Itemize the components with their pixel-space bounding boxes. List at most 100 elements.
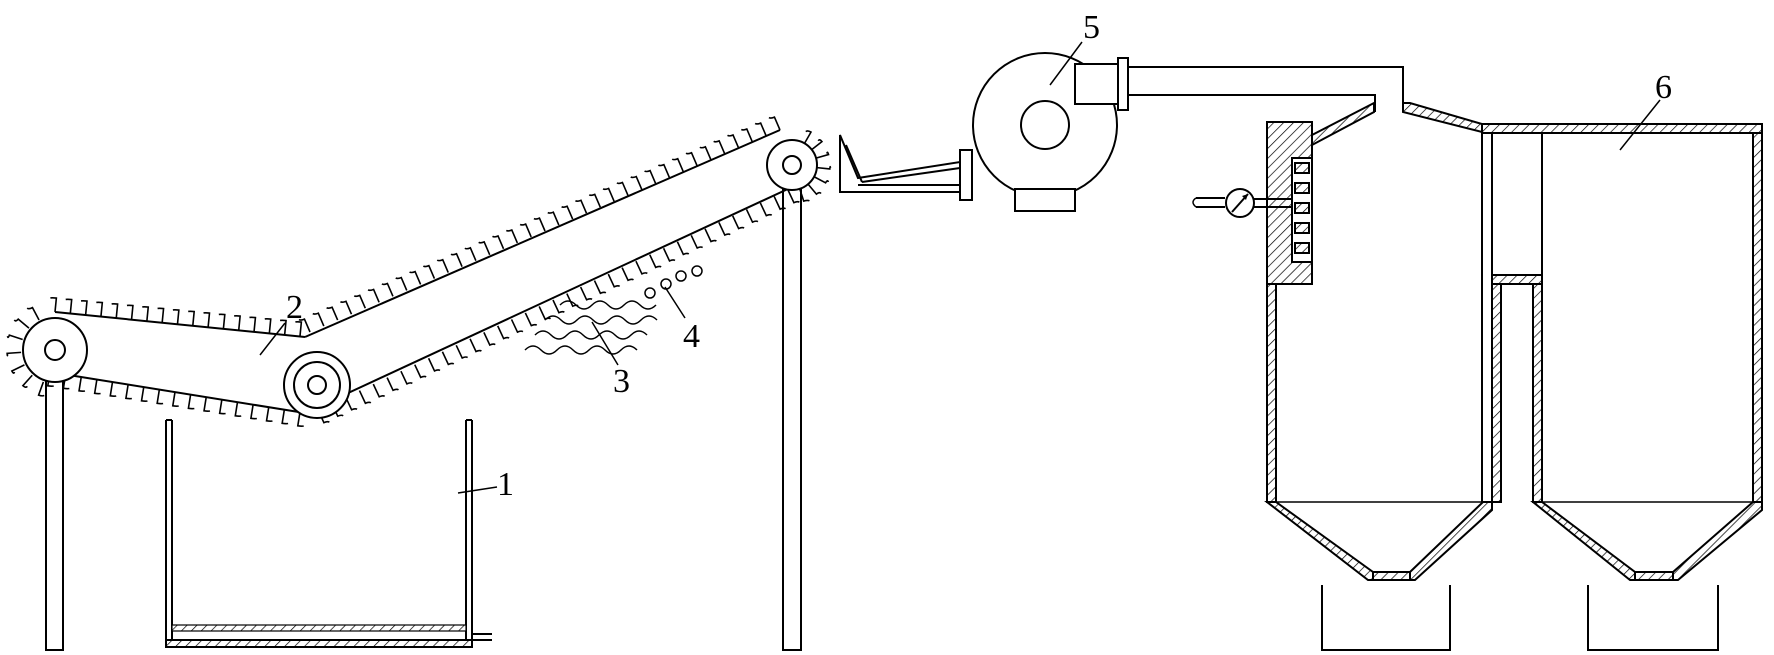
label-conveyor-belt: 2 xyxy=(286,289,303,326)
belt-tooth xyxy=(644,169,657,184)
belt-tooth xyxy=(630,175,643,190)
belt-tooth xyxy=(353,294,367,309)
belt-tooth xyxy=(713,139,726,155)
belt-tooth xyxy=(561,205,574,220)
belt-tooth xyxy=(358,390,372,405)
belt-tooth xyxy=(450,252,463,267)
belt-tooth xyxy=(372,383,386,398)
belt-tooth xyxy=(21,374,33,388)
right-pulley xyxy=(766,139,818,191)
belt-tooth xyxy=(187,394,195,410)
belt-tooth xyxy=(234,401,242,417)
belt-tooth xyxy=(203,312,211,328)
belt-tooth xyxy=(588,193,602,208)
belt-tooth xyxy=(803,130,813,145)
belt-tooth xyxy=(126,304,134,320)
separator-vessel xyxy=(1264,101,1763,581)
belt-tooth xyxy=(727,133,740,149)
belt-tooth xyxy=(547,211,560,226)
belt-tooth xyxy=(13,318,30,329)
belt-tooth xyxy=(607,273,621,288)
belt-tooth xyxy=(704,228,717,243)
label-tank: 1 xyxy=(497,466,514,503)
suction-hopper xyxy=(839,134,973,201)
belt-tooth xyxy=(718,222,731,237)
belt-tooth xyxy=(140,386,148,402)
belt-tooth xyxy=(317,409,330,424)
belt-tooth xyxy=(616,181,629,196)
belt-tooth xyxy=(685,151,698,166)
conveyor-belt xyxy=(6,116,832,427)
belt-tooth xyxy=(264,318,272,334)
belt-tooth xyxy=(156,389,164,405)
belt-tooth xyxy=(6,351,22,357)
belt-tooth xyxy=(815,165,832,170)
collection-tank xyxy=(165,419,492,648)
belt-tooth xyxy=(6,334,23,341)
belt-tooth xyxy=(62,374,70,390)
pressure-gauge xyxy=(1192,188,1292,218)
belt-tooth xyxy=(455,344,469,360)
belt-tooth xyxy=(26,306,40,321)
label-spray-waves: 3 xyxy=(613,363,630,400)
belt-tooth xyxy=(386,377,399,392)
collection-bins xyxy=(1321,585,1719,651)
belt-tooth xyxy=(46,371,54,387)
belt-tooth xyxy=(519,223,532,238)
belt-tooth xyxy=(690,234,704,250)
belt-tooth xyxy=(422,264,436,279)
belt-tooth xyxy=(93,379,101,395)
belt-tooth xyxy=(409,270,422,285)
belt-tooth xyxy=(812,175,830,184)
belt-tooth xyxy=(172,309,180,325)
belt-tooth xyxy=(787,189,800,204)
bubbles xyxy=(644,265,703,299)
belt-tooth xyxy=(566,293,579,308)
belt-tooth xyxy=(621,267,634,282)
belt-tooth xyxy=(78,376,86,392)
belt-tooth xyxy=(296,411,304,427)
belt-tooth xyxy=(524,312,538,327)
belt-tooth xyxy=(298,318,311,333)
belt-tooth xyxy=(574,199,588,214)
middle-pulley xyxy=(283,351,351,419)
belt-tooth xyxy=(249,316,257,332)
belt-tooth xyxy=(326,306,339,321)
belt-tooth xyxy=(367,288,380,303)
belt-tooth xyxy=(810,139,824,151)
belt-tooth xyxy=(483,332,496,347)
belt-tooth xyxy=(265,406,273,422)
belt-tooth xyxy=(759,202,773,217)
belt-tooth xyxy=(773,196,787,211)
belt-tooth xyxy=(157,307,165,323)
belt-tooth xyxy=(80,300,88,316)
left-pulley xyxy=(22,317,88,383)
belt-tooth xyxy=(249,404,258,420)
belt-tooth xyxy=(798,187,810,203)
belt-tooth xyxy=(109,381,117,397)
belt-tooth xyxy=(124,384,133,400)
belt-tooth xyxy=(579,286,593,301)
belt-tooth xyxy=(496,325,510,340)
belt-tooth xyxy=(740,127,754,143)
label-bubbles: 4 xyxy=(683,318,700,355)
belt-tooth xyxy=(218,313,226,329)
belt-tooth xyxy=(312,312,325,327)
belt-tooth xyxy=(436,258,449,273)
belt-tooth xyxy=(469,338,482,353)
belt-tooth xyxy=(339,300,353,315)
support-posts xyxy=(45,164,802,651)
belt-tooth xyxy=(188,310,196,326)
belt-tooth xyxy=(50,297,58,313)
belt-tooth xyxy=(37,381,45,397)
belt-tooth xyxy=(814,151,830,160)
belt-tooth xyxy=(657,163,671,178)
belt-tooth xyxy=(234,315,241,331)
belt-tooth xyxy=(281,409,289,425)
belt-tooth xyxy=(111,303,119,319)
belt-tooth xyxy=(662,247,676,262)
belt-tooth xyxy=(649,254,662,269)
belt-tooth xyxy=(142,306,150,322)
belt-tooth xyxy=(295,321,303,337)
